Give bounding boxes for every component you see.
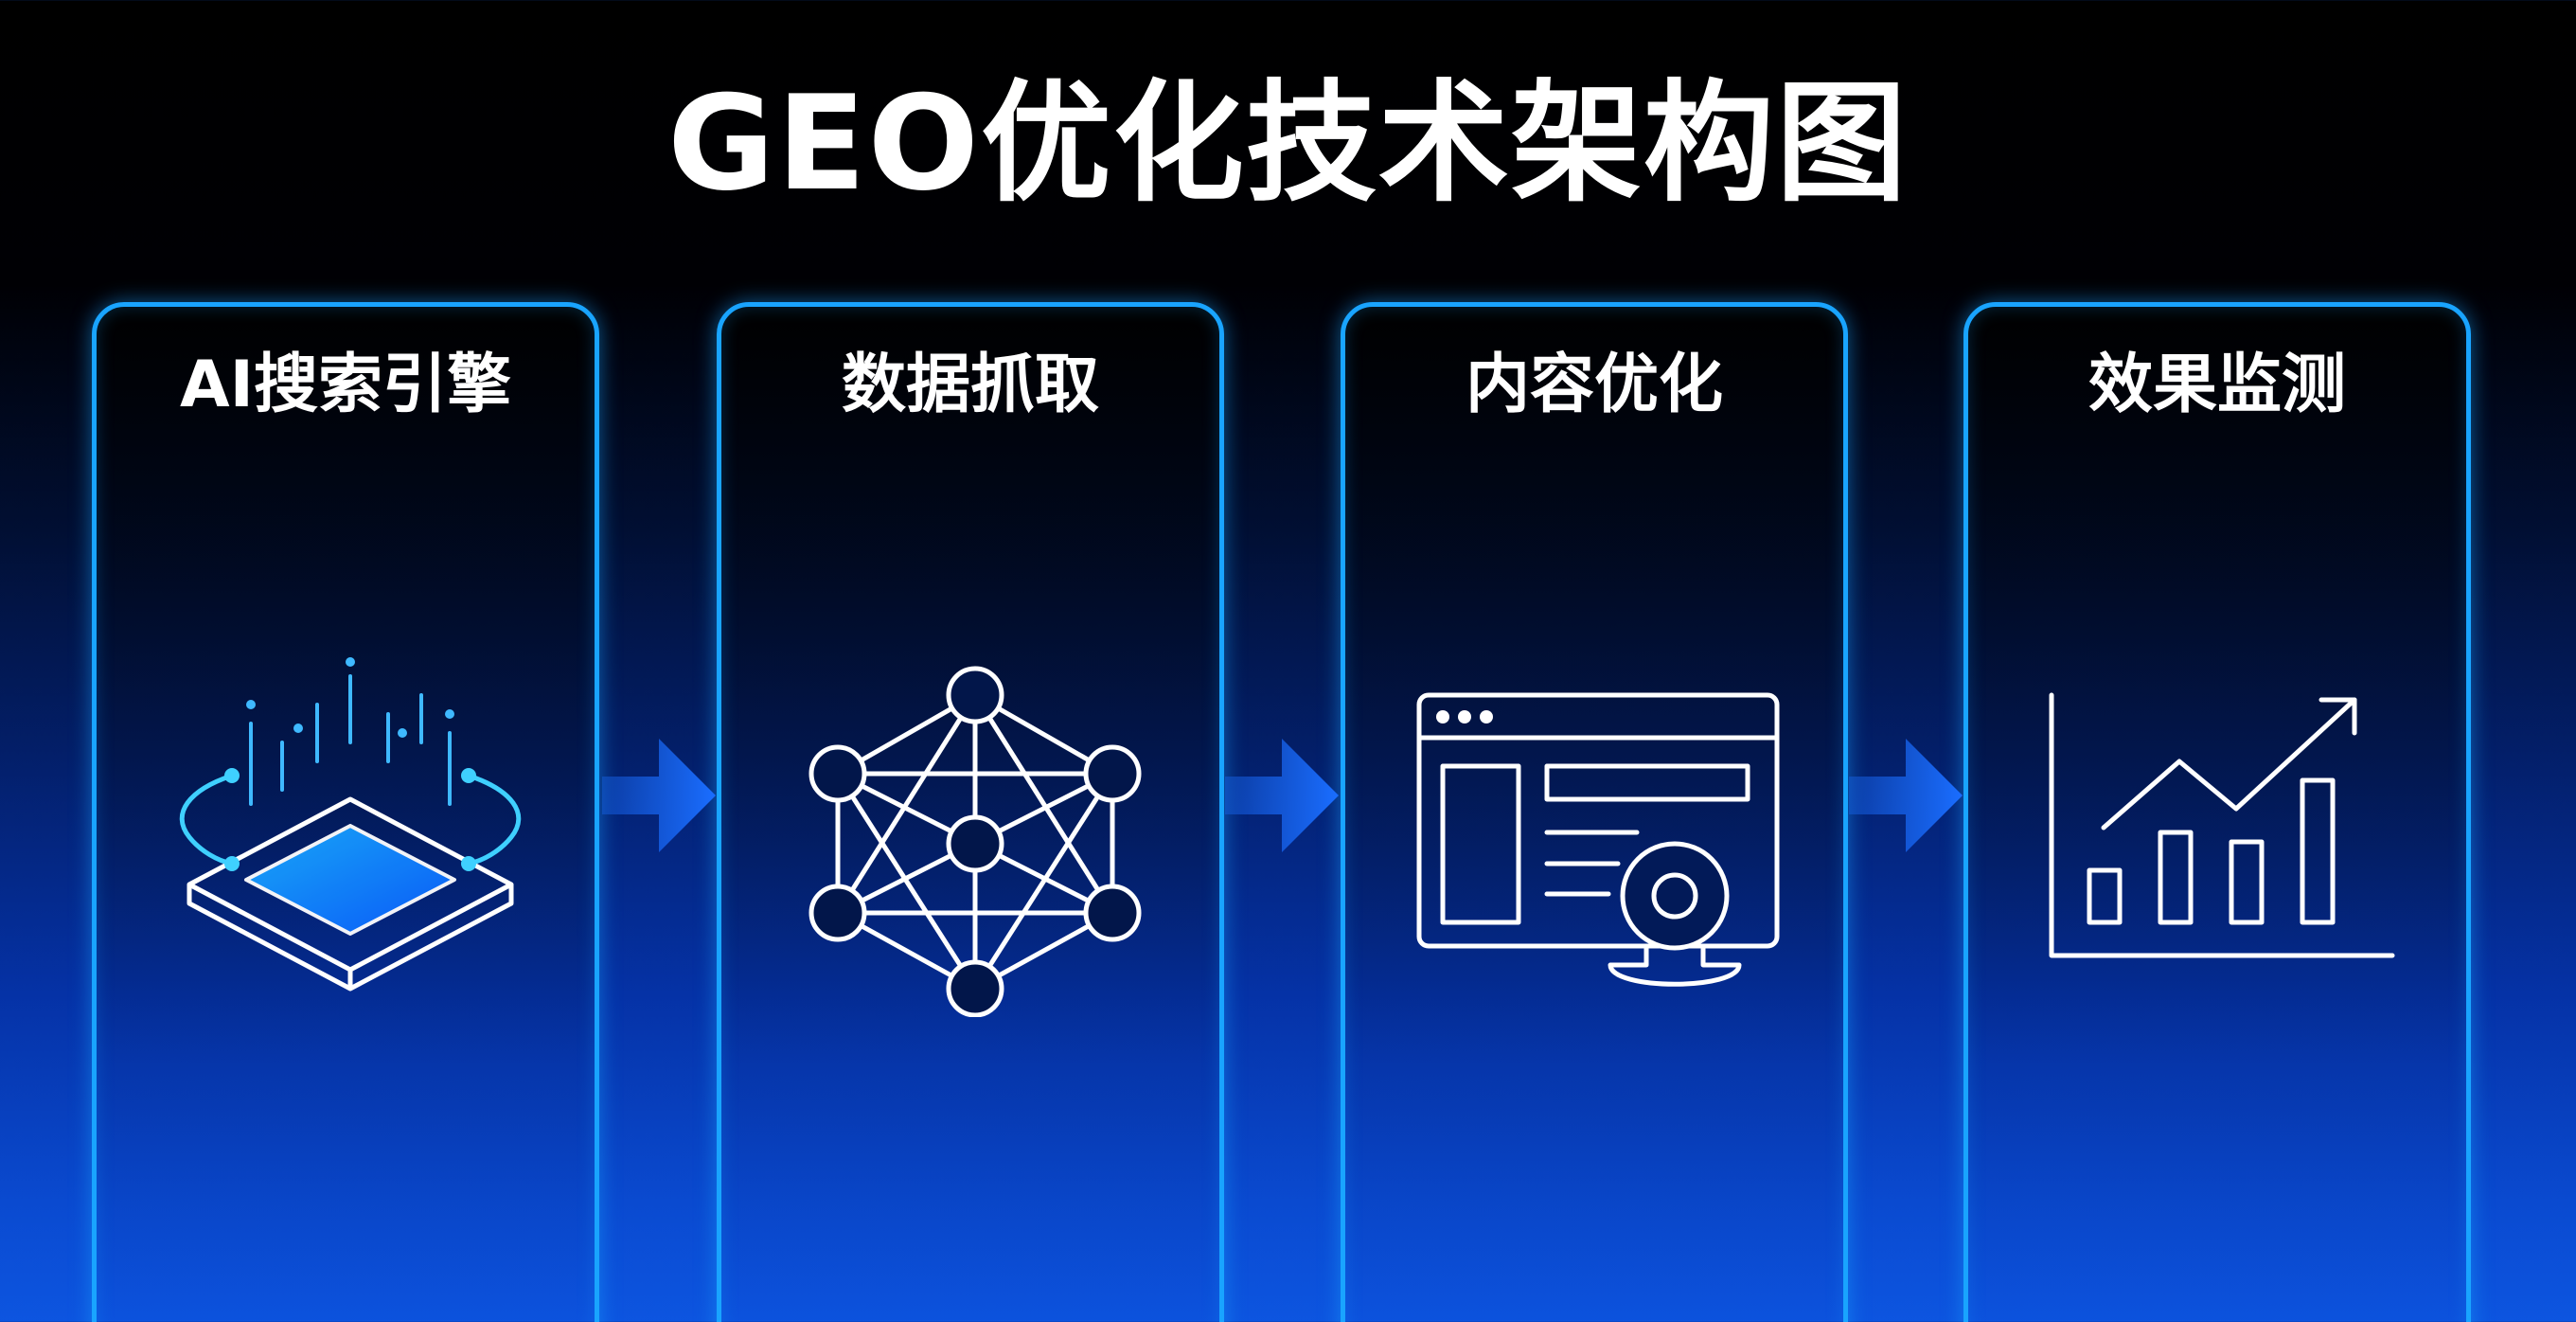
flow-arrow-icon: [1225, 739, 1339, 852]
growth-chart-icon: [2049, 692, 2395, 958]
stage-title: AI搜索引擎: [180, 348, 511, 422]
flow-arrow-icon: [1849, 739, 1963, 852]
page-title: GEO优化技术架构图: [667, 67, 1909, 220]
stage-card-data-scraping: 数据抓取: [717, 302, 1224, 1322]
stage-title: 效果监测: [2087, 348, 2346, 422]
webpage-edit-icon: [1416, 692, 1780, 987]
network-graph-icon: [808, 666, 1142, 1017]
stage-title: 内容优化: [1465, 348, 1723, 422]
stage-card-ai-search-engine: AI搜索引擎: [92, 302, 599, 1322]
stage-title: 数据抓取: [841, 348, 1099, 422]
stage-card-effect-monitoring: 效果监测: [1963, 302, 2471, 1322]
stage-card-content-optimization: 内容优化: [1341, 302, 1848, 1322]
flow-arrow-icon: [602, 739, 716, 852]
ai-chip-icon: [179, 657, 522, 992]
